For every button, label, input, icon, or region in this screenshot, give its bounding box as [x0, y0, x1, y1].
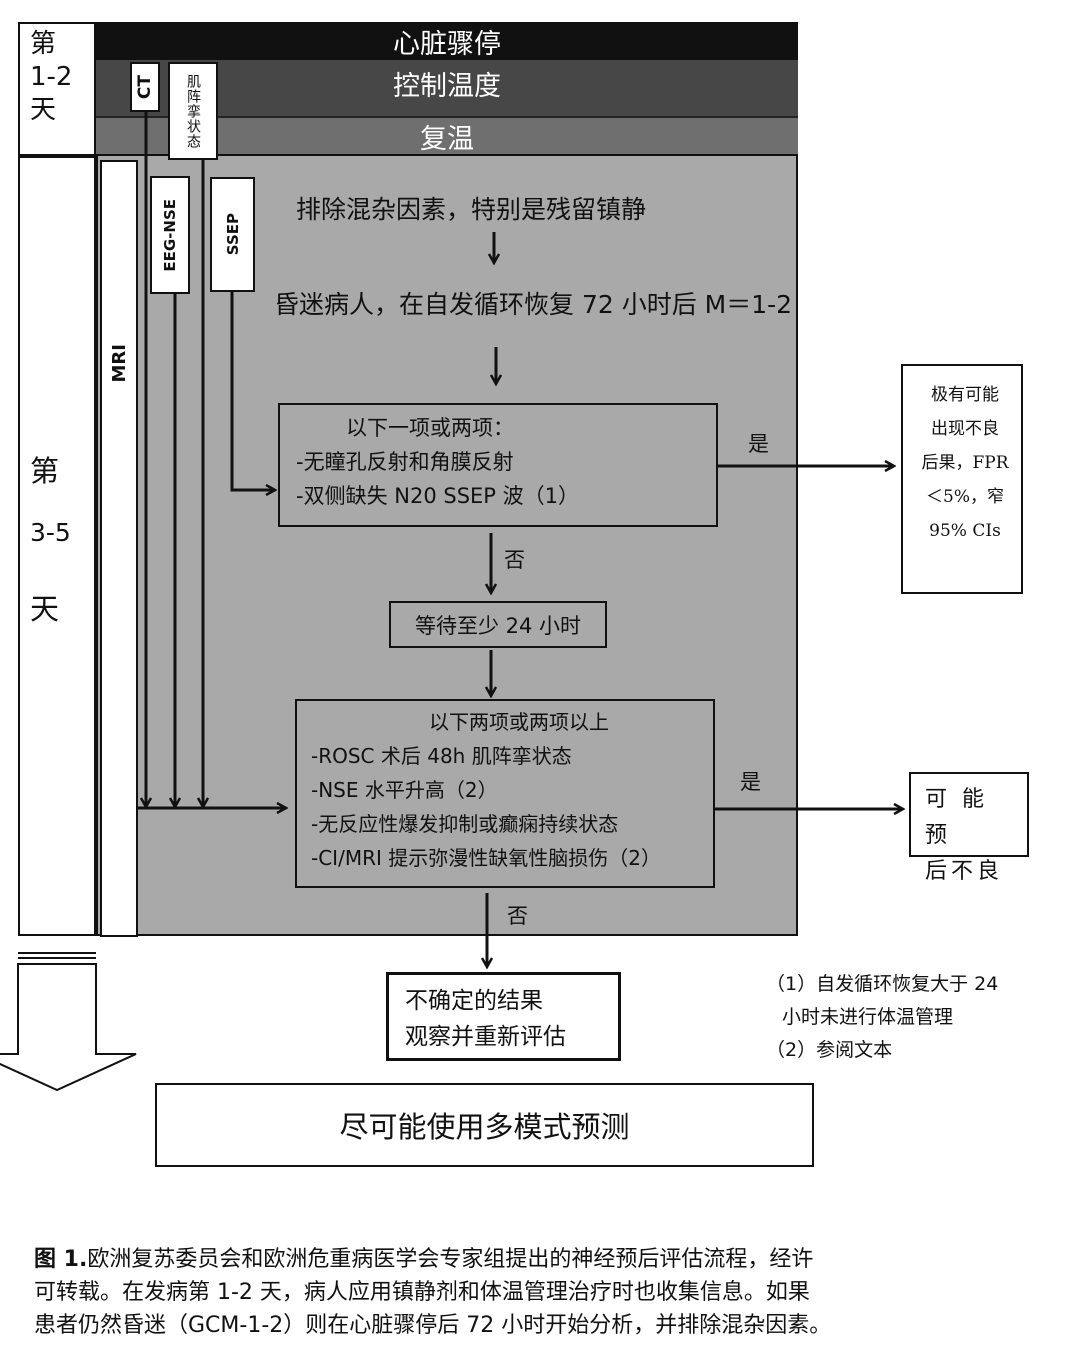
two-or-more-criteria-box: 以下两项或两项以上 -ROSC 术后 48h 肌阵挛状态 -NSE 水平升高（2…: [295, 699, 715, 888]
no-label-2: 否: [507, 904, 528, 928]
outcome-line: ＜5%，窄: [926, 487, 1004, 507]
yes-label-2: 是: [740, 770, 761, 794]
multimodal-label: 尽可能使用多模式预测: [339, 1110, 630, 1144]
either-title: 以下一项或两项：: [346, 416, 514, 440]
likely-poor-outcome-box: 可 能 预 后不良: [909, 772, 1029, 884]
very-likely-poor-outcome-box: 极有可能 出现不良 后果，FPR ＜5%，窄 95% CIs: [901, 364, 1023, 594]
indeterminate-outcome-box: 不确定的结果 观察并重新评估: [386, 972, 621, 1061]
caption-line: 可转载。在发病第 1-2 天，病人应用镇静剂和体温管理治疗时也收集信息。如果: [34, 1280, 810, 1305]
day-label-1-2: 第 1-2 天: [18, 22, 96, 156]
rewarming-label: 复温: [420, 123, 474, 155]
myoclonus-box: 肌阵挛状态: [168, 62, 218, 160]
two-item: -ROSC 术后 48h 肌阵挛状态: [311, 744, 572, 768]
day-1-2-line-3: 天: [30, 95, 57, 125]
two-item: -CI/MRI 提示弥漫性缺氧性脑损伤（2）: [311, 846, 661, 870]
day-label-3-5: 第 3-5 天: [18, 156, 96, 936]
no-label-1: 否: [504, 548, 525, 572]
outcome-line: 后果，FPR: [921, 453, 1009, 473]
outcome-line: 后不良: [925, 859, 1004, 884]
either-item: -无瞳孔反射和角膜反射: [296, 450, 514, 474]
two-item: -无反应性爆发抑制或癫痫持续状态: [311, 812, 619, 836]
either-item: -双侧缺失 N20 SSEP 波（1）: [296, 484, 579, 508]
day-3-5-line-3: 天: [30, 592, 60, 626]
wait-24h-box: 等待至少 24 小时: [389, 601, 607, 648]
ssep-box: SSEP: [210, 177, 255, 292]
cardiac-arrest-bar: 心脏骤停: [96, 22, 798, 60]
myoclonus-label: 肌阵挛状态: [185, 73, 201, 149]
day-1-2-line-1: 第: [30, 29, 57, 59]
outcome-line: 95% CIs: [929, 521, 1001, 541]
multimodal-big-arrow: [0, 952, 137, 1092]
multimodal-prediction-box: 尽可能使用多模式预测: [155, 1083, 814, 1167]
caption-line: 患者仍然昏迷（GCM-1-2）则在心脏骤停后 72 小时开始分析，并排除混杂因素…: [34, 1313, 832, 1338]
outcome-line: 出现不良: [931, 419, 999, 439]
eeg-nse-box: EEG-NSE: [150, 176, 190, 294]
ct-box: CT: [130, 62, 160, 112]
two-item: -NSE 水平升高（2）: [311, 778, 498, 802]
mri-box: MRI: [100, 160, 138, 937]
outcome-line: 不确定的结果: [405, 988, 543, 1014]
figure-caption: 图 1.欧洲复苏委员会和欧洲危重病医学会专家组提出的神经预后评估流程，经许 可转…: [34, 1243, 1054, 1342]
caption-label: 图 1.: [34, 1247, 88, 1272]
exclude-confounders-step: 排除混杂因素，特别是残留镇静: [296, 195, 647, 224]
cardiac-arrest-label: 心脏骤停: [393, 28, 501, 60]
footnote: （1）自发循环恢复大于 24: [766, 973, 999, 995]
day-3-5-line-2: 3-5: [30, 518, 71, 547]
yes-label-1: 是: [748, 432, 769, 456]
wait-label: 等待至少 24 小时: [414, 613, 582, 638]
day-1-2-line-2: 1-2: [30, 62, 73, 92]
comatose-step: 昏迷病人，在自发循环恢复 72 小时后 M＝1-2: [274, 290, 793, 319]
temperature-control-label: 控制温度: [393, 71, 501, 102]
either-criteria-box: 以下一项或两项： -无瞳孔反射和角膜反射 -双侧缺失 N20 SSEP 波（1）: [278, 403, 718, 527]
footnotes: （1）自发循环恢复大于 24 小时未进行体温管理 （2）参阅文本: [766, 968, 998, 1067]
footnote: 小时未进行体温管理: [782, 1006, 954, 1028]
day-3-5-line-1: 第: [30, 454, 60, 488]
outcome-line: 可 能 预: [925, 787, 988, 848]
outcome-line: 极有可能: [931, 385, 999, 405]
outcome-line: 观察并重新评估: [405, 1024, 566, 1050]
footnote: （2）参阅文本: [766, 1039, 893, 1061]
two-title: 以下两项或两项以上: [429, 710, 609, 734]
ssep-connector: [230, 292, 274, 490]
caption-line: 欧洲复苏委员会和欧洲危重病医学会专家组提出的神经预后评估流程，经许: [87, 1247, 814, 1272]
